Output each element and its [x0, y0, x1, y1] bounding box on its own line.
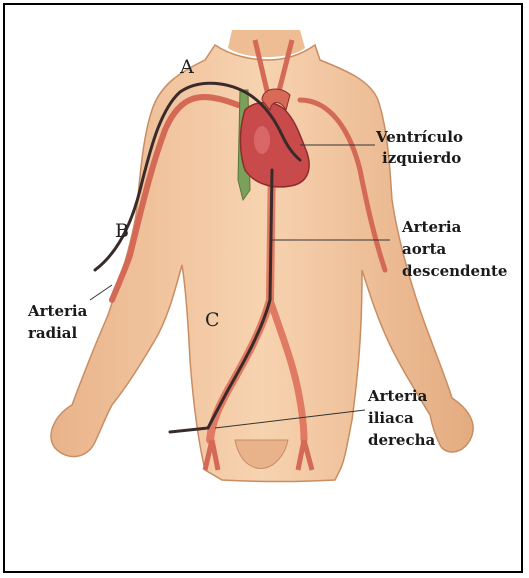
label-aorta-line2: aorta [402, 240, 446, 258]
label-radial-line2: radial [28, 324, 77, 342]
label-aorta-line1: Arteria [402, 218, 461, 236]
leader-radial [90, 285, 112, 300]
label-iliac-line1: Arteria [368, 387, 427, 405]
label-aorta-line3: descendente [402, 262, 507, 280]
label-ventricle-line1: Ventrículo [376, 128, 463, 146]
label-iliac-line3: derecha [368, 431, 435, 449]
label-radial-line1: Arteria [28, 302, 87, 320]
heart-highlight [254, 126, 270, 154]
label-ventricle-line2: izquierdo [382, 149, 461, 167]
label-c: C [205, 311, 220, 329]
label-iliac-line2: iliaca [368, 409, 414, 427]
label-a: A [180, 58, 194, 76]
label-b: B [115, 222, 129, 240]
